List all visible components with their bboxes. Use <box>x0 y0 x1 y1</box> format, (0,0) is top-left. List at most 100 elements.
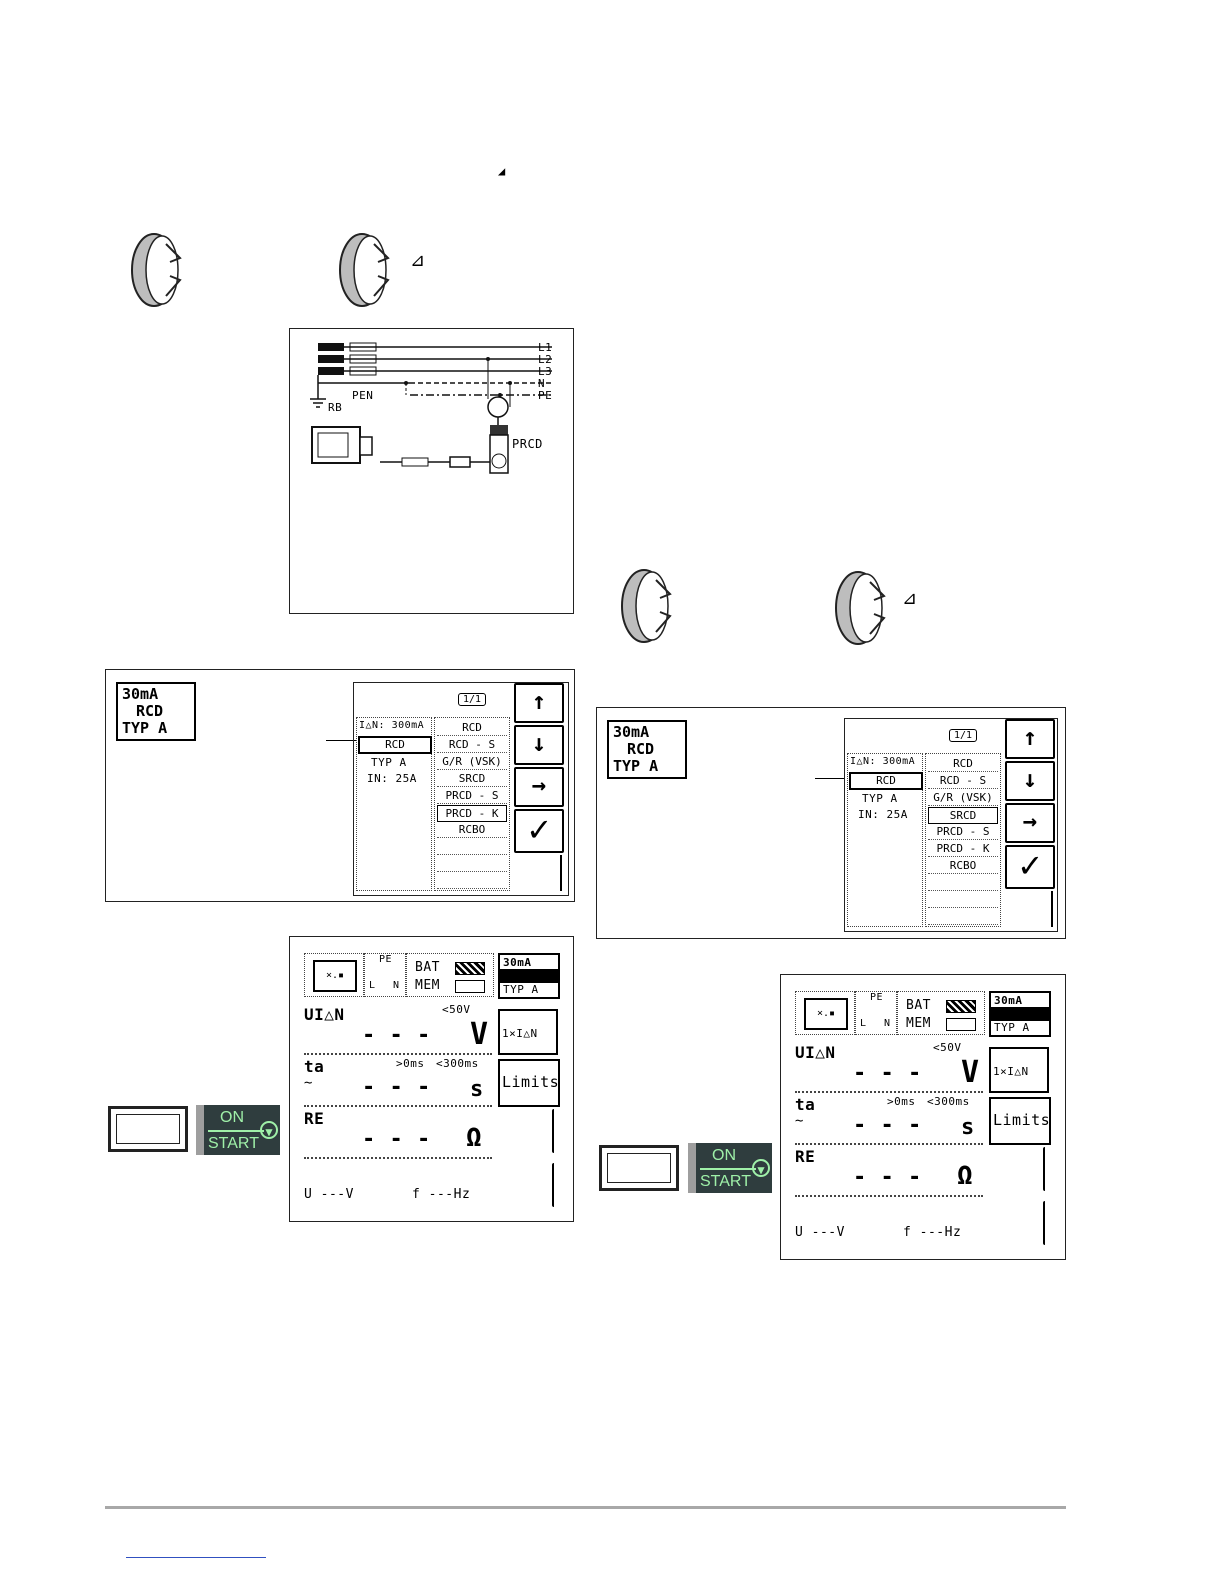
empty-row <box>928 892 998 908</box>
checkmark-icon: ✓ <box>528 809 550 850</box>
n-label: N <box>884 1018 891 1029</box>
multiplier-button[interactable]: 1×I△N <box>989 1047 1049 1093</box>
footer-link-underline[interactable] <box>126 1557 266 1558</box>
rotary-position-symbol: ⊿ <box>902 588 918 609</box>
on-label: ON <box>220 1109 244 1126</box>
tester-icon: ×.▪ <box>804 998 848 1030</box>
option-prcd-k[interactable]: PRCD - K <box>437 805 507 822</box>
footer-frequency: f ---Hz <box>412 1187 471 1202</box>
l-label: L <box>860 1018 867 1029</box>
arrow-up-button[interactable]: ↑ <box>1005 719 1055 759</box>
pe-label: PE <box>870 992 884 1003</box>
rcd-type-list: RCD RCD - S G/R (VSK) SRCD PRCD - S PRCD… <box>925 753 1001 927</box>
setting-tag-small: 30mA TYP A <box>498 953 560 999</box>
option-rcbo[interactable]: RCBO <box>437 822 507 838</box>
ac-wave-icon: ∼ <box>304 1075 313 1091</box>
ta-range-lo: >0ms <box>396 1057 425 1070</box>
option-srcd[interactable]: SRCD <box>928 807 998 824</box>
selected-rcd[interactable]: RCD <box>849 772 923 790</box>
ta-unit: s <box>470 1077 484 1102</box>
confirm-button[interactable]: ✓ <box>514 809 564 853</box>
ta-range-lo: >0ms <box>887 1095 916 1108</box>
arrow-right-icon: → <box>531 771 547 799</box>
rotary-position-symbol: ⊿ <box>410 250 426 271</box>
arrow-down-button[interactable]: ↓ <box>514 725 564 765</box>
checkmark-icon: ✓ <box>1019 845 1041 886</box>
option-prcd-s[interactable]: PRCD - S <box>928 824 998 840</box>
tester-status-box: ×.▪ <box>795 991 855 1035</box>
probe-status-box: PE L N <box>364 953 406 997</box>
multiplier-button[interactable]: 1×I△N <box>498 1009 558 1055</box>
chevron-down-icon: ▼ <box>260 1121 278 1139</box>
param-idn: I△N: 300mA <box>359 720 425 731</box>
selection-panel-left: 30mA RCD TYP A 1/1 I△N: 300mA RCD TYP A … <box>105 669 575 902</box>
on-start-button[interactable]: ON START ▼ <box>688 1143 772 1193</box>
param-typ: TYP A <box>371 756 407 769</box>
option-prcd-s[interactable]: PRCD - S <box>437 788 507 804</box>
footer-voltage: U ---V <box>304 1187 354 1202</box>
bracket <box>1043 1147 1045 1191</box>
limits-button[interactable]: Limits <box>989 1097 1051 1145</box>
arrow-up-button[interactable]: ↑ <box>514 683 564 723</box>
option-rcd[interactable]: RCD <box>928 756 998 772</box>
option-gr-vsk[interactable]: G/R (VSK) <box>437 754 507 770</box>
u-value: - - - <box>362 1023 431 1048</box>
ta-range-hi: <300ms <box>927 1095 970 1108</box>
arrow-right-button[interactable]: → <box>1005 803 1055 843</box>
page-indicator: 1/1 <box>949 729 978 742</box>
prcd-label: PRCD <box>512 437 543 451</box>
device-key-button[interactable] <box>599 1145 679 1191</box>
battery-icon <box>455 962 485 975</box>
footer-voltage: U ---V <box>795 1225 845 1240</box>
u-limit: <50V <box>442 1003 471 1016</box>
ac-wave-icon: ∼ <box>795 1113 804 1129</box>
battery-memory-box: BAT MEM <box>406 953 494 997</box>
on-start-button[interactable]: ON START ▼ <box>196 1105 280 1155</box>
ta-value: - - - <box>362 1075 431 1100</box>
battery-icon <box>946 1000 976 1013</box>
divider <box>795 1143 983 1145</box>
arrow-right-button[interactable]: → <box>514 767 564 807</box>
option-srcd[interactable]: SRCD <box>437 771 507 787</box>
empty-row <box>928 909 998 925</box>
empty-row <box>928 875 998 891</box>
divider <box>304 1157 492 1159</box>
setting-tag: 30mA RCD TYP A <box>116 682 196 741</box>
measurement-panel-left: ×.▪ PE L N BAT MEM 30mA TYP A UI△N <50V … <box>289 936 574 1222</box>
selected-rcd[interactable]: RCD <box>358 736 432 754</box>
start-label: START <box>208 1135 259 1152</box>
device-display: 1/1 I△N: 300mA RCD TYP A IN: 25A RCD RCD… <box>353 682 569 896</box>
footer-rule <box>105 1506 1066 1509</box>
u-unit: V <box>470 1017 489 1052</box>
limits-label: Limits <box>993 1111 1051 1129</box>
l-label: L <box>369 980 376 991</box>
divider <box>304 1105 492 1107</box>
option-rcd[interactable]: RCD <box>437 720 507 736</box>
n-label: N <box>393 980 400 991</box>
option-rcd-s[interactable]: RCD - S <box>928 773 998 789</box>
scrollbar[interactable] <box>560 855 562 891</box>
ta-unit: s <box>961 1115 975 1140</box>
device-key-button[interactable] <box>108 1106 188 1152</box>
limits-button[interactable]: Limits <box>498 1059 560 1107</box>
rotary-knob-icon <box>131 233 182 307</box>
confirm-button[interactable]: ✓ <box>1005 845 1055 889</box>
bat-label: BAT <box>906 998 931 1013</box>
option-prcd-k[interactable]: PRCD - K <box>928 841 998 857</box>
bracket <box>552 1163 554 1207</box>
line-label-l1: L1 <box>538 341 553 354</box>
pointer-line <box>815 778 845 779</box>
tag-typ: TYP A <box>503 983 539 996</box>
option-rcd-s[interactable]: RCD - S <box>437 737 507 753</box>
rotary-knob-icon <box>835 571 886 645</box>
divider <box>795 1195 983 1197</box>
param-idn: I△N: 300mA <box>850 756 916 767</box>
mem-label: MEM <box>415 978 440 993</box>
re-unit: Ω <box>466 1123 483 1153</box>
arrow-down-button[interactable]: ↓ <box>1005 761 1055 801</box>
option-rcbo[interactable]: RCBO <box>928 858 998 874</box>
scrollbar[interactable] <box>1051 891 1053 927</box>
param-in: IN: 25A <box>858 808 908 821</box>
re-label: RE <box>795 1147 816 1166</box>
option-gr-vsk[interactable]: G/R (VSK) <box>928 790 998 806</box>
